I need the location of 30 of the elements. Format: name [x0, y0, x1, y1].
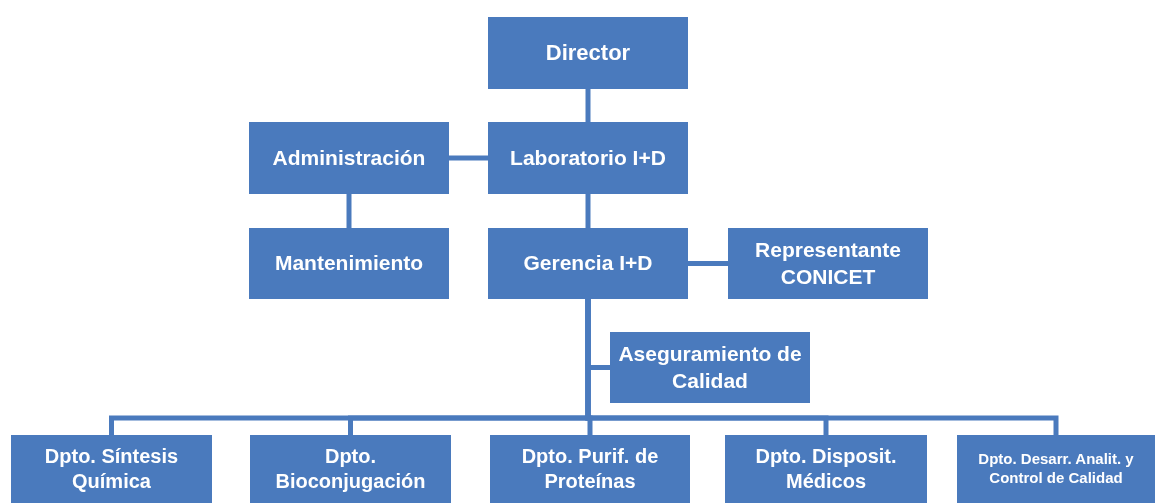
connector-line: [449, 155, 488, 161]
connector-line: [585, 299, 1059, 435]
connector-line: [346, 194, 352, 228]
connector-line: [585, 194, 591, 228]
org-box: [610, 332, 810, 403]
org-box: [488, 17, 688, 89]
org-box: [490, 435, 690, 503]
unit-name: Administración: [272, 144, 426, 171]
org-box: [488, 122, 688, 194]
org-box: [249, 122, 449, 194]
org-box: [957, 435, 1155, 503]
unit-name: Dpto. Bioconjugación: [274, 444, 427, 494]
unit-name: Gerencia I+D: [523, 250, 653, 277]
unit-name: Laboratorio I+D: [510, 144, 666, 171]
unit-name: Aseguramiento de Calidad: [617, 341, 803, 394]
org-box: [488, 228, 688, 299]
unit-name: Mantenimiento: [274, 250, 424, 277]
connector-line: [585, 89, 591, 122]
unit-name: Dpto. Desarr. Analit. y Control de Calidad: [977, 450, 1135, 488]
unit-name: Dpto. Síntesis Química: [43, 444, 180, 494]
org-box: [250, 435, 451, 503]
unit-name: Dpto. Disposit. Médicos: [754, 444, 898, 494]
org-box: [249, 228, 449, 299]
org-box: [728, 228, 928, 299]
unit-name: Representante CONICET: [754, 237, 902, 290]
unit-name: Director: [545, 39, 631, 67]
org-box: [11, 435, 212, 503]
connector-line: [688, 261, 728, 266]
org-box: [725, 435, 927, 503]
unit-name: Dpto. Purif. de Proteínas: [520, 444, 660, 494]
